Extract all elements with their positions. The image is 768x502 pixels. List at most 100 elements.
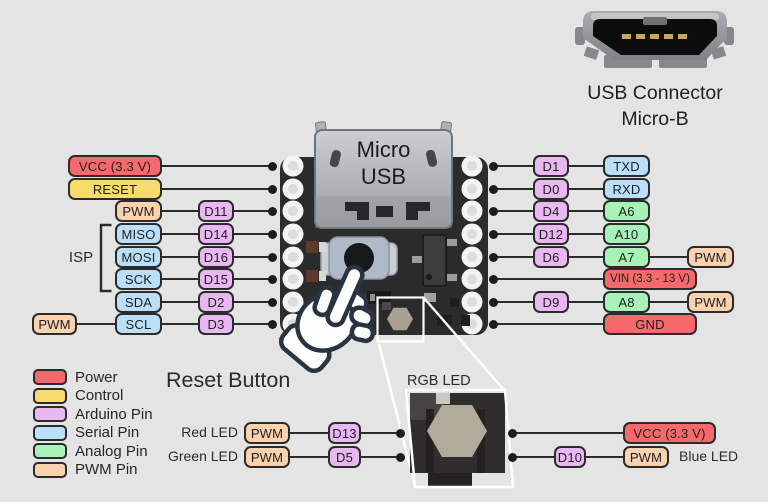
connection-dot [488,274,498,284]
pin-box-gnd: GND [603,313,697,335]
pin-box-pwm: PWM [32,313,77,335]
pin-box-pwm: PWM [244,422,290,444]
connection-dot [488,184,498,194]
wire [121,210,272,213]
hand-pointer-icon [278,264,376,374]
connection-dot [488,297,498,307]
led-label-green-led: Green LED [167,448,238,464]
usb-connector-illustration [575,11,734,68]
connection-dot [488,206,498,216]
rgb-led-photo-frame [404,388,515,489]
plug-tongue [643,17,667,25]
rgb-led-on-board [376,296,425,343]
hand-index-finger [325,264,365,328]
board-usb-label-line2: USB [360,164,407,189]
usb-connector-title-line1: USB Connector [587,82,723,104]
wire [121,256,272,259]
rgb-led-callout [377,297,515,489]
connection-dot [267,297,277,307]
rgb-led-hexagon-large [427,405,487,457]
legend-label: PWM Pin [75,461,138,479]
pin-box-rxd: RXD [603,178,650,200]
pin-box-d15: D15 [198,268,234,290]
wire [74,188,272,191]
pin-box-d10: D10 [554,446,586,468]
rgb-led-hexagon-small [387,307,413,331]
pin-box-vcc-3-3-v: VCC (3.3 V) [623,422,716,444]
isp-label: ISP [68,249,94,266]
pin-box-txd: TXD [603,155,650,177]
pin-box-pwm: PWM [115,200,162,222]
board-pads [282,155,483,335]
pin-box-d2: D2 [198,291,234,313]
rgb-led-photo [410,393,505,487]
pin-box-a6: A6 [603,200,650,222]
legend-item-serial-pin: Serial Pin [33,424,153,442]
wire [250,432,400,435]
connection-dot [488,252,498,262]
plug-left-tab [583,46,600,60]
wire [74,165,272,168]
isp-bracket [99,223,112,293]
voltage-regulator [412,234,457,287]
pin-box-d11: D11 [198,200,234,222]
usb-connector-title: USB Connector Micro-B [552,80,758,132]
pin-box-d1: D1 [533,155,569,177]
plug-pins [622,34,687,39]
pin-box-d0: D0 [533,178,569,200]
pin-box-pwm: PWM [687,246,734,268]
pin-box-d16: D16 [198,246,234,268]
wire [250,456,400,459]
legend-item-analog-pin: Analog Pin [33,442,153,460]
wire [121,278,272,281]
plug-highlight [591,13,719,20]
legend-item-control: Control [33,387,153,404]
callout-line-right [423,297,505,391]
legend-swatch-power [33,369,67,385]
connection-dot [267,161,277,171]
wire [121,301,272,304]
connection-dot [267,252,277,262]
connection-dot [488,161,498,171]
board-usb-shield [314,121,453,229]
pin-box-scl: SCL [115,313,162,335]
connection-dot [267,274,277,284]
pin-box-pwm: PWM [687,291,734,313]
legend-item-power: Power [33,369,153,386]
connection-dot [507,452,517,462]
legend-swatch-arduino [33,406,67,423]
connection-dot [267,319,277,329]
connection-dot [488,229,498,239]
legend-label: Analog Pin [75,442,148,460]
legend-swatch-serial [33,424,67,441]
rgb-led-label: RGB LED [407,373,471,389]
pin-box-a8: A8 [603,291,650,313]
pin-box-d14: D14 [198,223,234,245]
pin-box-a7: A7 [603,246,650,268]
connection-dot [488,319,498,329]
connection-dot [395,428,405,438]
connection-dot [507,428,517,438]
wire [493,278,691,281]
legend-label: Serial Pin [75,424,140,442]
pin-box-d4: D4 [533,200,569,222]
connection-dot [267,206,277,216]
legend-swatch-pwm [33,461,67,478]
connection-dot [267,184,277,194]
legend-item-pwm-pin: PWM Pin [33,461,153,479]
pin-box-a10: A10 [603,223,650,245]
pin-box-reset: RESET [68,178,162,200]
pin-box-d3: D3 [198,313,234,335]
pin-box-miso: MISO [115,223,162,245]
usb-connector-title-line2: Micro-B [621,108,689,130]
legend-label: Arduino Pin [75,405,153,423]
pin-box-vin-3-3-13-v: VIN (3.3 - 13 V) [603,268,697,290]
led-label-blue-led: Blue LED [679,448,739,464]
reset-button-label: Reset Button [166,368,291,392]
board-usb-label-line1: Micro [356,137,411,162]
connection-dot [395,452,405,462]
pin-box-d6: D6 [533,246,569,268]
